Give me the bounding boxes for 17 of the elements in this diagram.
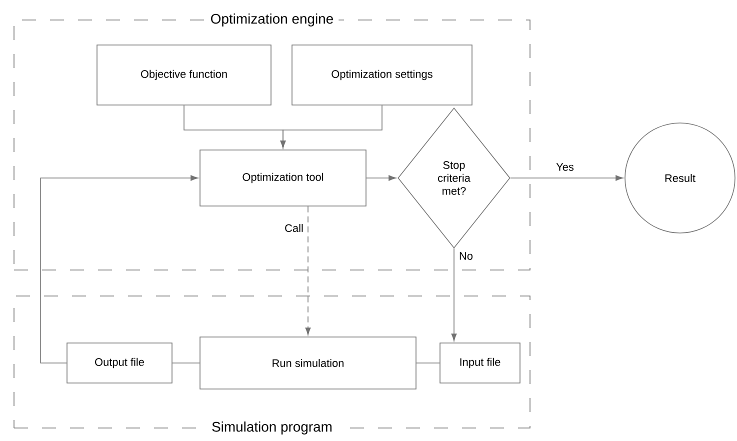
arrow xyxy=(280,105,382,148)
process-box: Output file xyxy=(66,342,172,384)
arrow xyxy=(366,175,396,181)
process-box: Objective function xyxy=(96,44,272,106)
edge-label: No xyxy=(458,251,474,261)
arrow xyxy=(510,175,624,181)
edge-label: Yes xyxy=(555,162,575,172)
edge-label: Call xyxy=(284,222,304,234)
process-box: Optimization settings xyxy=(292,44,472,106)
arrow xyxy=(451,248,457,342)
arrow xyxy=(40,175,198,364)
process-box: Run simulation xyxy=(200,336,416,390)
connector-line xyxy=(416,362,440,364)
arrow xyxy=(305,206,311,336)
process-box: Input file xyxy=(440,342,520,384)
connector-line xyxy=(172,362,200,364)
process-box: Optimization tool xyxy=(200,150,366,206)
